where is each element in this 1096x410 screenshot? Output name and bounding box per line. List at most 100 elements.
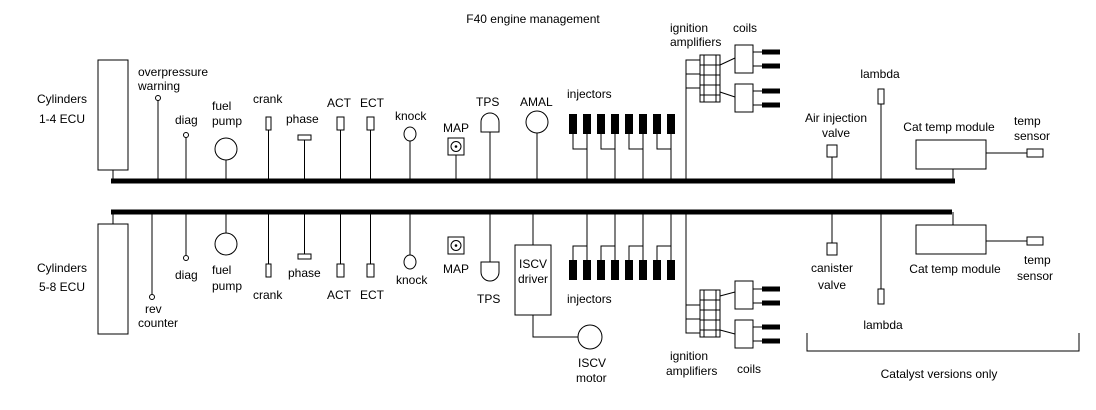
act-top-sensor bbox=[336, 116, 345, 131]
canister-valve bbox=[826, 242, 838, 256]
canister-valve-label-line2: valve bbox=[818, 278, 846, 292]
injector-bottom-4 bbox=[611, 260, 619, 280]
map-top-label: MAP bbox=[443, 121, 469, 135]
cat-temp-top-label: Cat temp module bbox=[903, 120, 995, 134]
ecu-bottom-label-line2: 5-8 ECU bbox=[39, 280, 85, 294]
lambda-top-label: lambda bbox=[860, 67, 900, 81]
rev-counter-label-line2: counter bbox=[138, 316, 178, 330]
diag-bottom-label: diag bbox=[175, 268, 198, 282]
map-bottom-label: MAP bbox=[443, 262, 469, 276]
air-injection-label-line2: valve bbox=[822, 126, 850, 140]
knock-bottom-sensor bbox=[403, 254, 417, 270]
tps-top-sensor bbox=[480, 112, 500, 133]
tps-bottom-label: TPS bbox=[477, 292, 500, 306]
knock-top-sensor bbox=[403, 126, 417, 142]
phase-bottom-label: phase bbox=[288, 266, 321, 280]
injectors-bottom-label: injectors bbox=[567, 292, 612, 306]
crank-bottom-label: crank bbox=[253, 288, 283, 302]
ecu-top-label-line2: 1-4 ECU bbox=[39, 112, 85, 126]
fuel-pump-bottom-label-line2: pump bbox=[212, 279, 242, 293]
diag-top-label: diag bbox=[175, 113, 198, 127]
iscv-driver-box bbox=[514, 244, 552, 316]
injector-top-6 bbox=[639, 114, 647, 134]
fuel-pump-top bbox=[214, 137, 238, 161]
injector-top-1 bbox=[569, 114, 577, 134]
temp-sensor-bottom bbox=[1026, 236, 1044, 246]
amal-top-valve bbox=[525, 110, 549, 134]
overpressure-switch bbox=[155, 95, 161, 101]
ecu-bottom-box bbox=[97, 223, 129, 335]
ecu-bottom-label-line1: Cylinders bbox=[37, 261, 87, 275]
injector-bottom-2 bbox=[583, 260, 591, 280]
ign-amp-top-label-line1: ignition bbox=[670, 21, 708, 35]
overpressure-label-line2: warning bbox=[137, 79, 180, 93]
overpressure-label-line1: overpressure bbox=[138, 65, 208, 79]
injector-bottom-6 bbox=[639, 260, 647, 280]
phase-bottom-sensor bbox=[297, 253, 312, 260]
act-bottom-label: ACT bbox=[327, 288, 352, 302]
tps-bottom-sensor bbox=[480, 261, 500, 282]
injectors-top-wiring bbox=[572, 134, 672, 181]
injector-bottom-7 bbox=[653, 260, 661, 280]
act-bottom-sensor bbox=[336, 263, 345, 278]
injector-bottom-5 bbox=[625, 260, 633, 280]
rev-counter-connector bbox=[149, 294, 155, 300]
ecu-top-box bbox=[97, 59, 129, 171]
injectors-bottom-group bbox=[569, 260, 675, 280]
lambda-bottom-sensor bbox=[877, 288, 885, 305]
phase-top-label: phase bbox=[286, 112, 319, 126]
injector-bottom-3 bbox=[597, 260, 605, 280]
temp-sensor-top-label-line1: temp bbox=[1014, 114, 1041, 128]
ecu-top-label-line1: Cylinders bbox=[37, 92, 87, 106]
coil-top-2 bbox=[734, 83, 754, 113]
coil-bottom-1 bbox=[734, 280, 754, 310]
catalyst-note: Catalyst versions only bbox=[881, 367, 998, 381]
ect-bottom-sensor bbox=[366, 263, 375, 278]
coil-top-leads bbox=[762, 49, 780, 108]
ign-amp-bottom-box bbox=[699, 289, 721, 338]
ign-amp-bottom-label-line1: ignition bbox=[670, 349, 708, 363]
cat-temp-top-module bbox=[915, 139, 987, 170]
cat-temp-bottom-module bbox=[915, 224, 987, 255]
amal-top-label: AMAL bbox=[520, 95, 553, 109]
fuel-pump-bottom bbox=[214, 232, 238, 256]
coil-bottom-leads bbox=[762, 286, 780, 344]
fuel-pump-top-label-line2: pump bbox=[212, 114, 242, 128]
coils-bottom-label: coils bbox=[737, 362, 761, 376]
ign-amp-bottom-label-line2: amplifiers bbox=[666, 364, 717, 378]
iscv-driver-label-line1: ISCV bbox=[519, 257, 547, 271]
tps-top-label: TPS bbox=[476, 95, 499, 109]
fuel-pump-top-label-line1: fuel bbox=[212, 99, 231, 113]
lambda-top-sensor bbox=[877, 88, 885, 105]
crank-top-sensor bbox=[265, 116, 272, 131]
injector-bottom-1 bbox=[569, 260, 577, 280]
knock-bottom-label: knock bbox=[396, 273, 428, 287]
coils-top-label: coils bbox=[733, 21, 757, 35]
catalyst-bracket bbox=[806, 333, 1080, 352]
iscv-motor-label-line2: motor bbox=[576, 371, 607, 385]
lambda-bottom-label: lambda bbox=[863, 318, 903, 332]
cat-temp-bottom-label: Cat temp module bbox=[909, 262, 1001, 276]
injectors-top-label: injectors bbox=[567, 87, 612, 101]
injector-top-5 bbox=[625, 114, 633, 134]
injector-bottom-8 bbox=[667, 260, 675, 280]
ect-top-label: ECT bbox=[360, 96, 385, 110]
phase-top-sensor bbox=[297, 134, 312, 141]
injector-top-3 bbox=[597, 114, 605, 134]
crank-bottom-sensor bbox=[265, 263, 272, 278]
iscv-motor bbox=[577, 324, 603, 350]
temp-sensor-top bbox=[1026, 148, 1044, 158]
act-top-label: ACT bbox=[327, 96, 352, 110]
fuel-pump-bottom-label-line1: fuel bbox=[212, 263, 231, 277]
ign-amp-bottom-wiring bbox=[685, 212, 700, 334]
injector-top-2 bbox=[583, 114, 591, 134]
injector-top-7 bbox=[653, 114, 661, 134]
temp-sensor-top-label-line2: sensor bbox=[1014, 129, 1050, 143]
ign-amp-top-wiring bbox=[685, 59, 700, 181]
ect-top-sensor bbox=[366, 116, 375, 131]
iscv-driver-label-line2: driver bbox=[518, 272, 548, 286]
injector-top-4 bbox=[611, 114, 619, 134]
diag-top-connector bbox=[183, 132, 189, 138]
rev-counter-label-line1: rev bbox=[145, 302, 162, 316]
